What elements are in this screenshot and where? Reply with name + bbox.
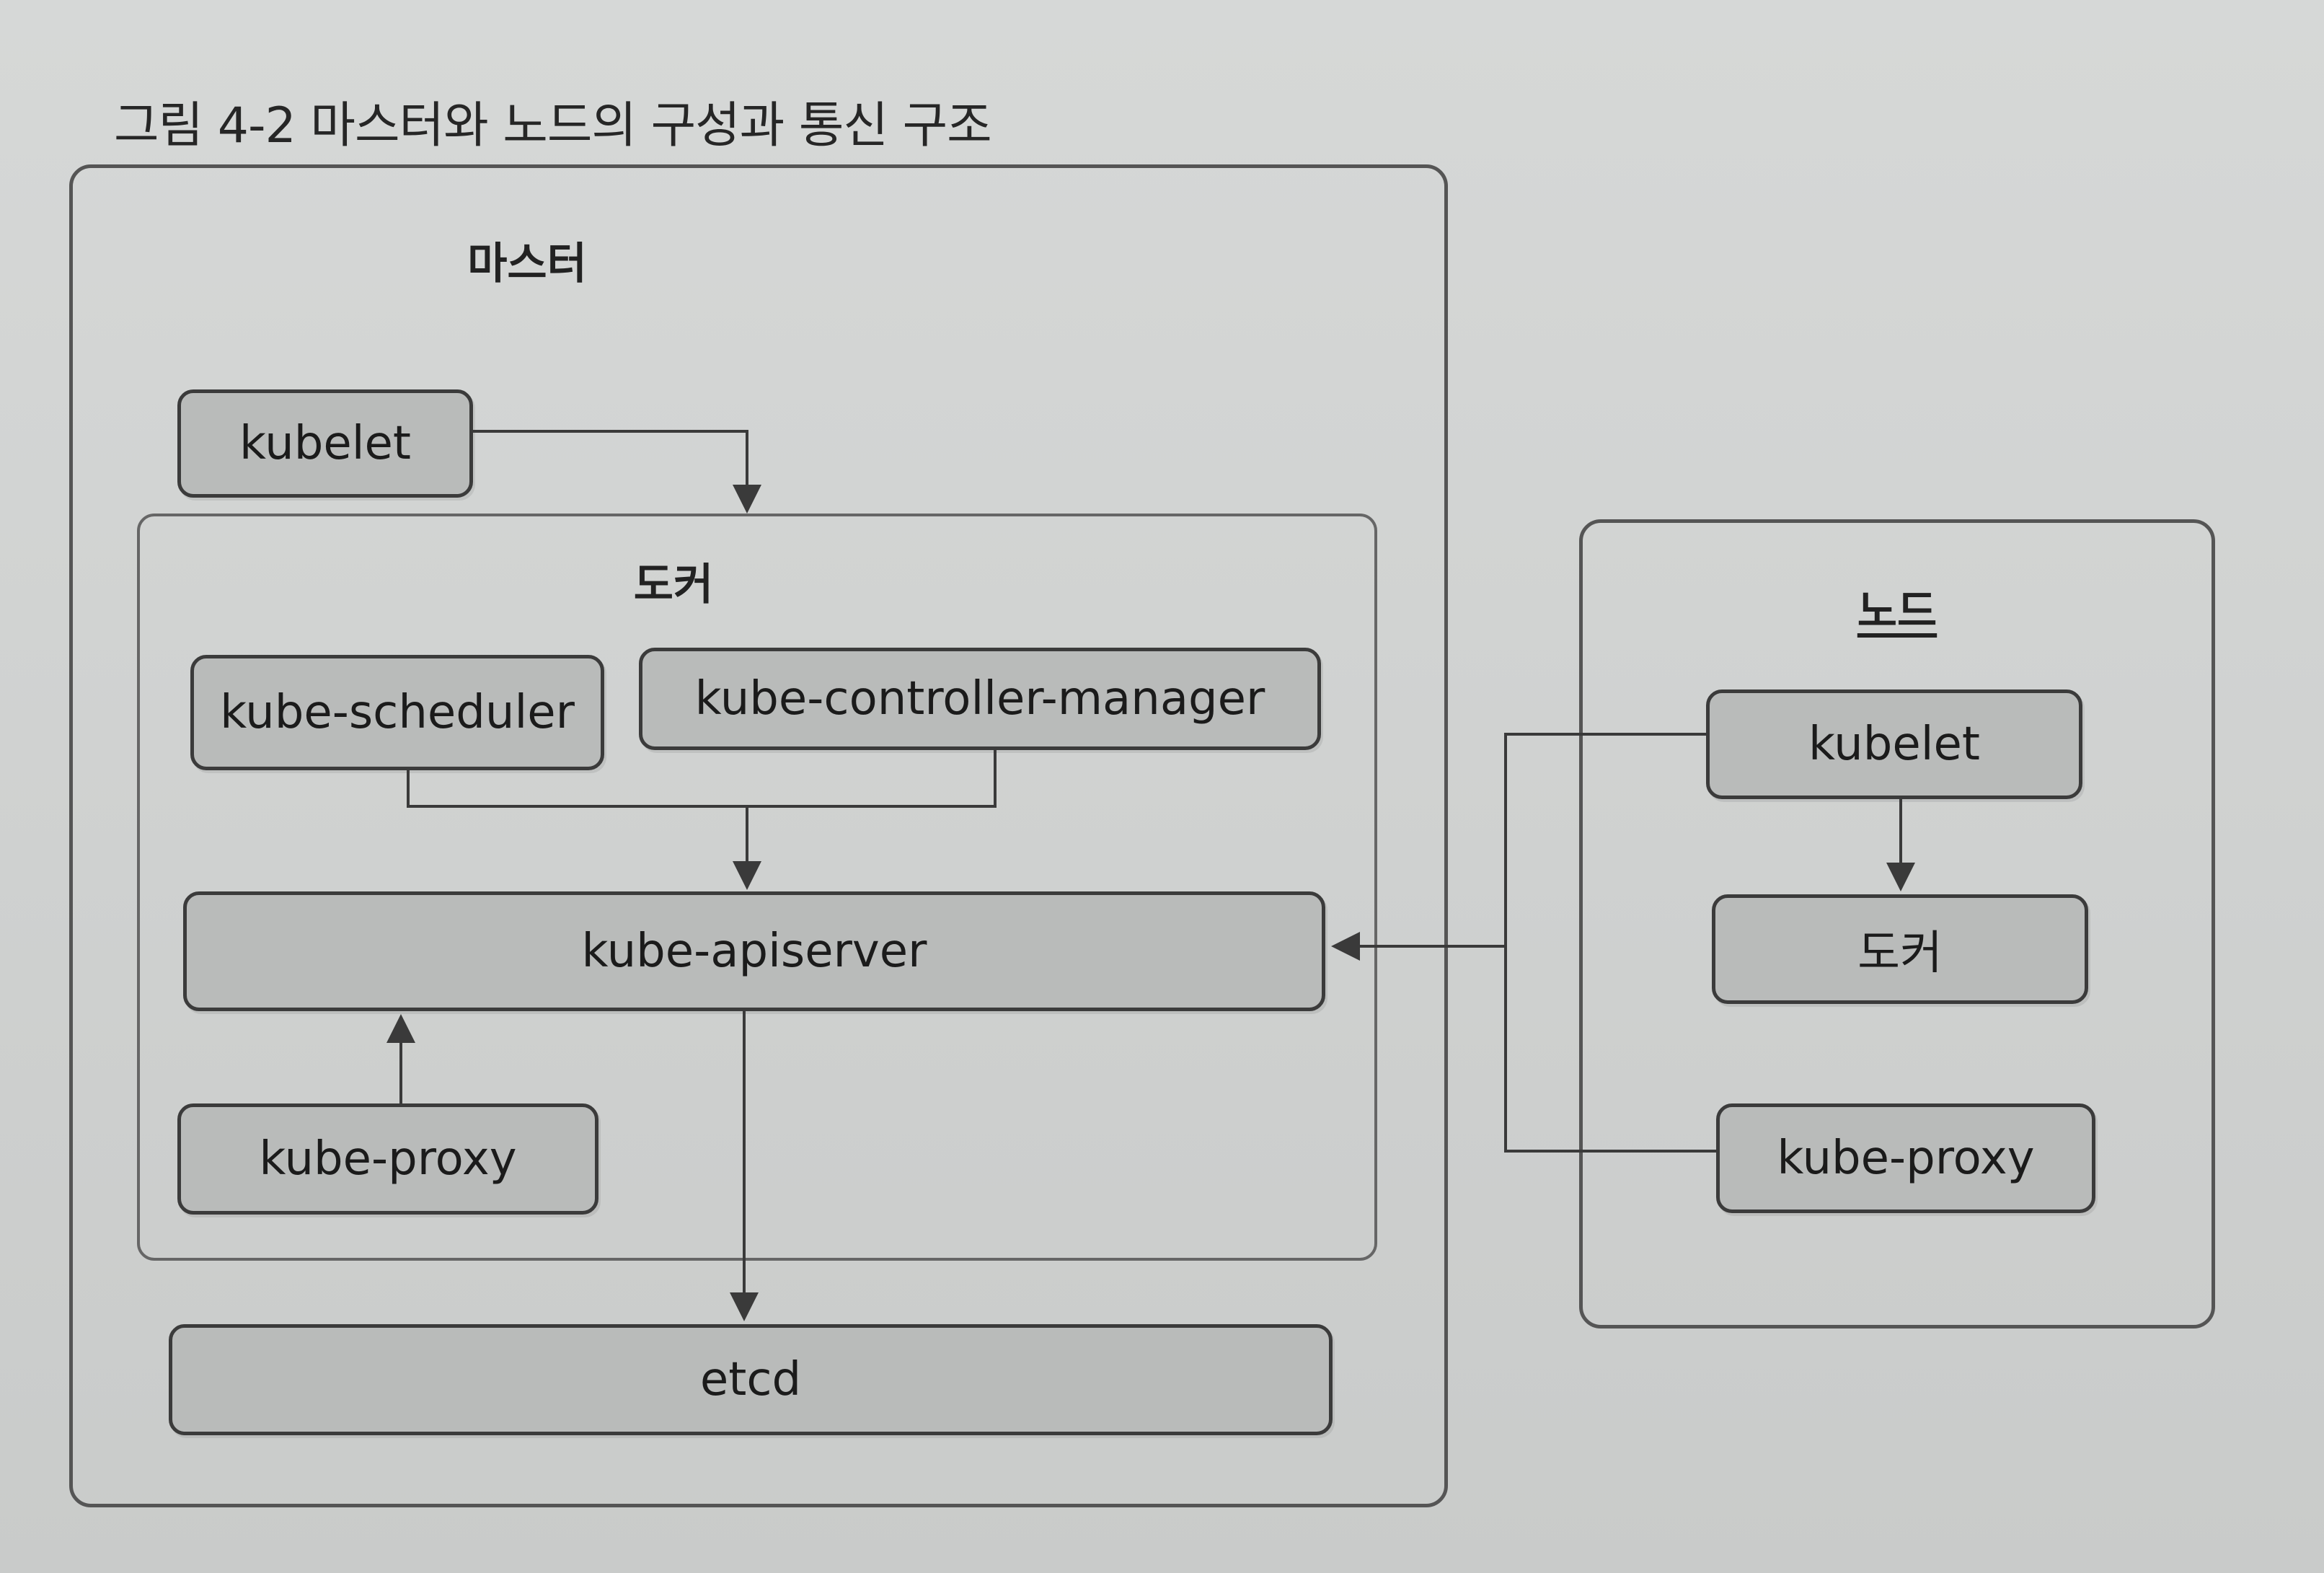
master-docker-panel: 도커 bbox=[137, 514, 1377, 1261]
kube-scheduler-box: kube-scheduler bbox=[190, 655, 604, 770]
kube-controller-manager-box: kube-controller-manager bbox=[639, 648, 1321, 750]
kube-apiserver-box: kube-apiserver bbox=[183, 891, 1325, 1011]
node-kube-proxy-box: kube-proxy bbox=[1716, 1103, 2095, 1213]
node-docker-box: 도커 bbox=[1712, 894, 2088, 1004]
master-docker-title: 도커 bbox=[633, 560, 714, 610]
node-title: 노드 bbox=[1857, 586, 1938, 637]
etcd-box: etcd bbox=[169, 1324, 1333, 1435]
master-title: 마스터 bbox=[467, 239, 587, 289]
figure-caption: 그림 4-2 마스터와 노드의 구성과 통신 구조 bbox=[114, 97, 992, 154]
master-kubelet-box: kubelet bbox=[177, 389, 473, 498]
master-kube-proxy-box: kube-proxy bbox=[177, 1103, 598, 1215]
node-kubelet-box: kubelet bbox=[1706, 689, 2082, 799]
master-panel: 마스터 bbox=[69, 164, 1448, 1507]
